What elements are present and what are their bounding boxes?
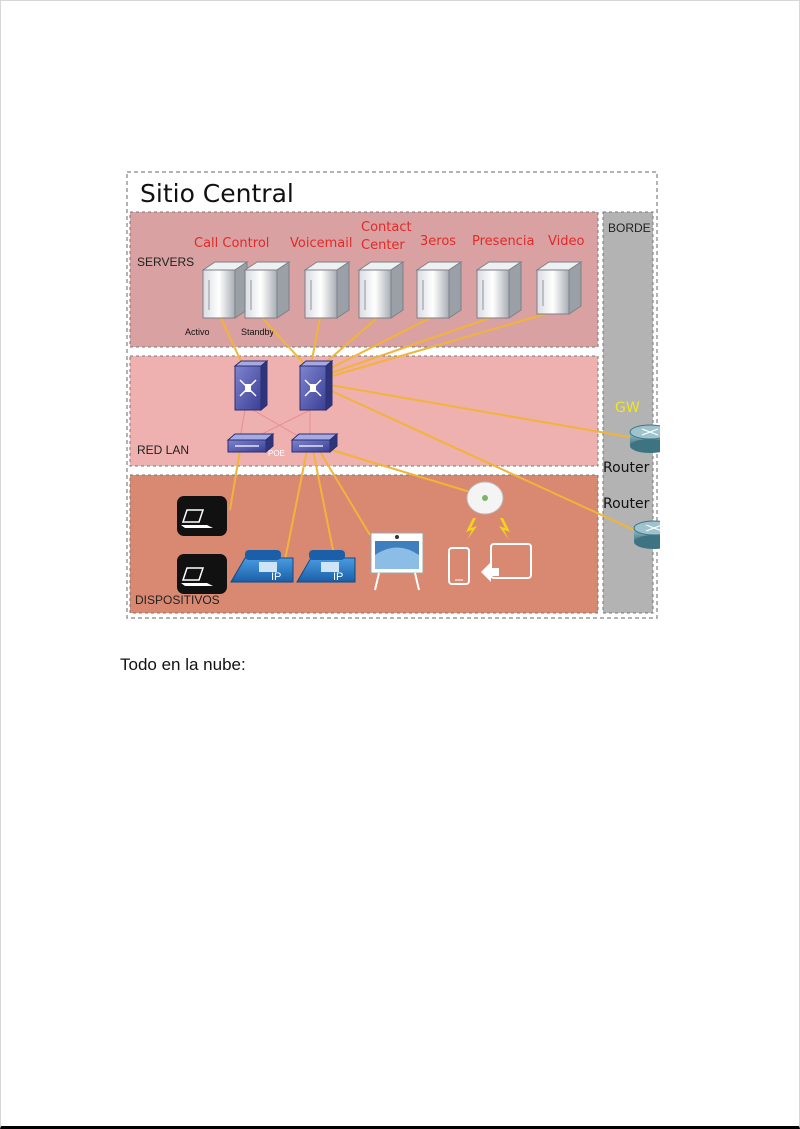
router-1-label: Router: [603, 460, 650, 476]
ip-badge-2: IP: [333, 571, 343, 583]
caption-text: Todo en la nube:: [120, 655, 246, 674]
ip-phone-1-icon: IP: [230, 550, 294, 583]
servers-label: SERVERS: [137, 255, 194, 269]
server-activo-icon: [201, 261, 249, 319]
ip-badge-1: IP: [271, 571, 281, 583]
edge-router-icon: [633, 520, 660, 549]
server-voicemail-icon: [303, 261, 351, 319]
call-control-label: Call Control: [194, 236, 269, 251]
router-2-label: Router: [603, 496, 650, 512]
edge-label: BORDE: [608, 221, 651, 235]
server-standby-icon: [243, 261, 291, 319]
presencia-label: Presencia: [472, 234, 534, 249]
network-diagram: Sitio Central SERVERS RED LAN DISPOSITIV…: [126, 171, 660, 619]
poe-label: POE: [268, 449, 285, 458]
standby-label: Standby: [241, 327, 275, 337]
access-switch-1-icon: [226, 432, 275, 454]
smartphone-icon: [448, 547, 470, 585]
tablet-icon: [481, 543, 532, 582]
devices-label: DISPOSITIVOS: [135, 593, 220, 607]
link-lines: [220, 311, 646, 561]
lan-label: RED LAN: [137, 443, 189, 457]
access-switch-2-icon: [290, 432, 339, 454]
ip-phone-2-icon: IP: [296, 550, 356, 583]
server-presencia-icon: [475, 261, 523, 319]
lan-zone: [129, 355, 599, 467]
contact-label: Contact: [361, 220, 412, 235]
video-endpoint-icon: [370, 532, 424, 591]
gw-label: GW: [615, 400, 640, 416]
server-contact-center-icon: [357, 261, 405, 319]
server-video-icon: [535, 261, 583, 315]
server-terceros-icon: [415, 261, 463, 319]
video-label: Video: [548, 234, 584, 249]
voicemail-label: Voicemail: [290, 236, 352, 251]
gw-router-icon: [629, 424, 660, 453]
laptop-1-icon: [177, 496, 227, 536]
center-label: Center: [361, 238, 405, 253]
activo-label: Activo: [185, 327, 210, 337]
core-switch-1-icon: [233, 359, 269, 412]
wireless-ap-icon: [466, 481, 510, 540]
core-switch-2-icon: [298, 359, 334, 412]
terceros-label: 3eros: [420, 234, 456, 249]
laptop-2-icon: [177, 554, 227, 594]
server-icons: [201, 261, 583, 319]
diagram-title: Sitio Central: [140, 179, 294, 208]
